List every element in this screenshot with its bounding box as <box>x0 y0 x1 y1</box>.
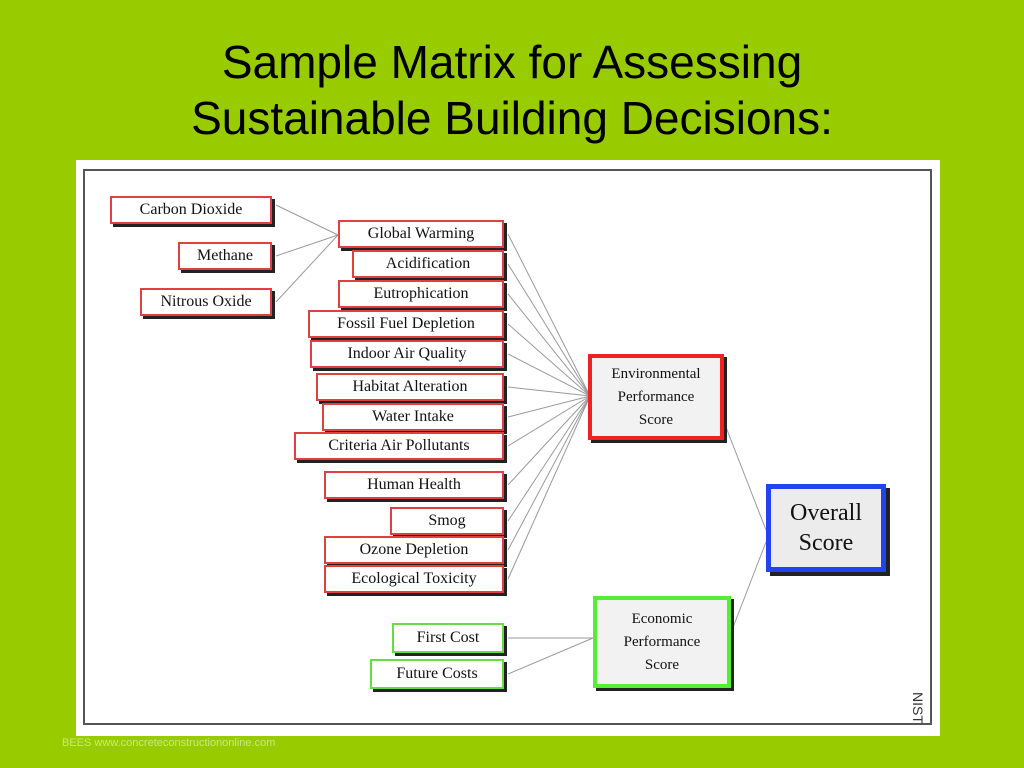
impact-box-global-warming: Global Warming <box>338 220 504 248</box>
economic-score-line-1: Economic <box>631 610 693 627</box>
impact-box-ecological-toxicity: Ecological Toxicity <box>324 565 504 593</box>
environmental-score-line-1: Environmental <box>611 365 701 382</box>
overall-score-line-1: Overall <box>790 500 862 526</box>
overall-score-line-2: Score <box>798 530 854 556</box>
economic-score-box: Economic Performance Score <box>593 596 731 688</box>
impact-box-smog: Smog <box>390 507 504 535</box>
impact-box-habitat-alteration: Habitat Alteration <box>316 373 504 401</box>
cost-box-future-costs: Future Costs <box>370 659 504 689</box>
gas-box-methane: Methane <box>178 242 272 270</box>
connector-lines <box>275 204 767 675</box>
impact-box-acidification: Acidification <box>352 250 504 278</box>
impact-box-criteria-air-pollutants: Criteria Air Pollutants <box>294 432 504 460</box>
impact-box-ozone-depletion: Ozone Depletion <box>324 536 504 564</box>
economic-score-line-2: Performance <box>623 633 701 650</box>
slide-title: Sample Matrix for Assessing Sustainable … <box>0 34 1024 146</box>
gas-box-carbon-dioxide: Carbon Dioxide <box>110 196 272 224</box>
cost-box-first-cost: First Cost <box>392 623 504 653</box>
title-line-1: Sample Matrix for Assessing <box>221 36 803 88</box>
diagram-panel: Carbon Dioxide Methane Nitrous Oxide Glo… <box>76 160 940 736</box>
impact-box-human-health: Human Health <box>324 471 504 499</box>
nist-source-label: NIST <box>910 692 926 724</box>
gas-box-nitrous-oxide: Nitrous Oxide <box>140 288 272 316</box>
environmental-score-box: Environmental Performance Score <box>588 354 724 440</box>
title-line-2: Sustainable Building Decisions: <box>191 92 833 144</box>
environmental-score-line-2: Performance <box>617 388 695 405</box>
economic-score-line-3: Score <box>644 656 680 673</box>
overall-score-box: Overall Score <box>766 484 886 572</box>
impact-box-water-intake: Water Intake <box>322 403 504 431</box>
impact-box-fossil-fuel-depletion: Fossil Fuel Depletion <box>308 310 504 338</box>
environmental-score-line-3: Score <box>638 411 674 428</box>
impact-box-indoor-air-quality: Indoor Air Quality <box>310 340 504 368</box>
impact-box-eutrophication: Eutrophication <box>338 280 504 308</box>
credit-footer: BEES www.concreteconstructiononline.com <box>62 737 276 749</box>
